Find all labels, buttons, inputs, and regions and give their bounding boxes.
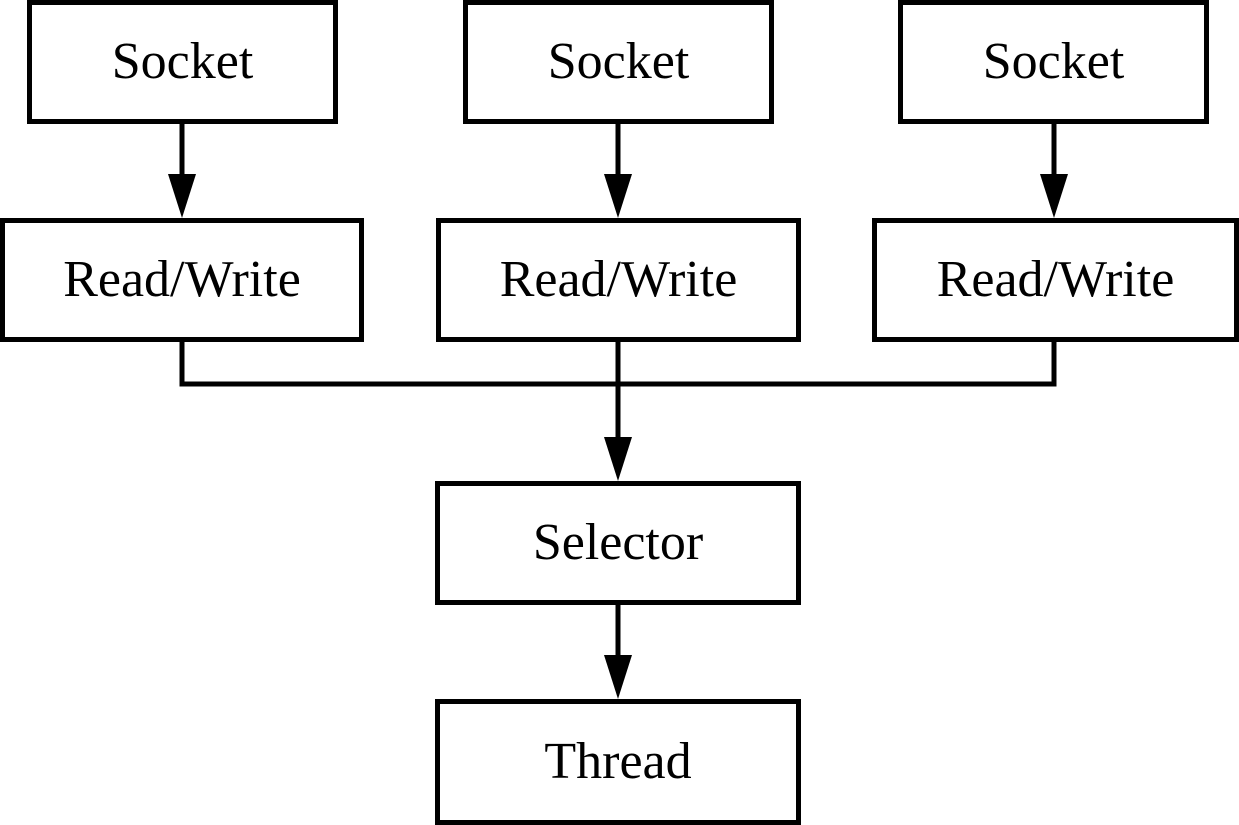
socket-box-1: Socket bbox=[27, 0, 338, 124]
socket-label-3: Socket bbox=[982, 33, 1125, 90]
read-write-box-1: Read/Write bbox=[0, 218, 364, 342]
selector-box: Selector bbox=[435, 481, 801, 605]
socket-label-2: Socket bbox=[547, 33, 690, 90]
read-write-box-3: Read/Write bbox=[872, 218, 1239, 342]
read-write-label-2: Read/Write bbox=[499, 251, 738, 308]
arrowhead-thread bbox=[604, 655, 632, 699]
arrowhead-rw-3 bbox=[1040, 174, 1068, 218]
read-write-box-2: Read/Write bbox=[436, 218, 801, 342]
thread-box: Thread bbox=[435, 699, 801, 825]
arrowhead-rw-2 bbox=[604, 174, 632, 218]
read-write-label-1: Read/Write bbox=[63, 251, 301, 308]
socket-box-3: Socket bbox=[898, 0, 1209, 124]
selector-label: Selector bbox=[532, 514, 704, 571]
thread-label: Thread bbox=[544, 733, 692, 790]
socket-box-2: Socket bbox=[463, 0, 774, 124]
arrowhead-rw-1 bbox=[168, 174, 196, 218]
read-write-label-3: Read/Write bbox=[936, 251, 1175, 308]
socket-label-1: Socket bbox=[111, 33, 254, 90]
arrowhead-selector bbox=[604, 437, 632, 481]
